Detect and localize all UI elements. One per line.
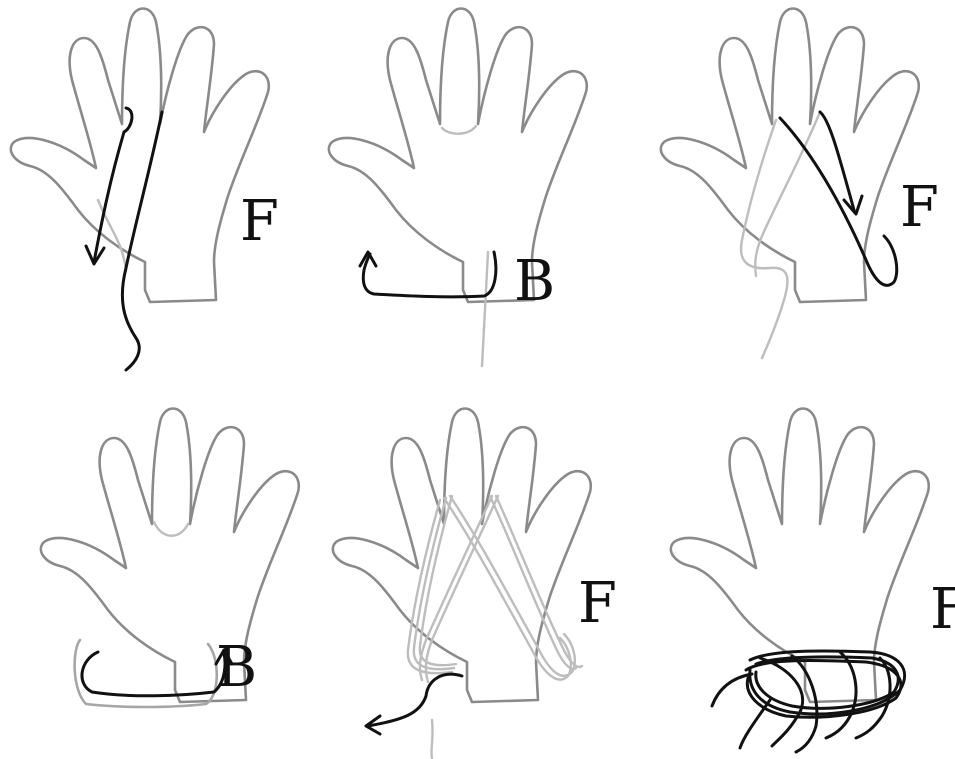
wrap-strand-arrow xyxy=(94,108,132,262)
wrap-strand-gray xyxy=(741,120,787,358)
hand-outline xyxy=(333,409,591,703)
panel-label: F xyxy=(930,577,955,642)
wrap-strand xyxy=(363,252,496,297)
panel-5: F xyxy=(333,409,617,759)
wrap-strand xyxy=(780,118,897,285)
wrap-strand xyxy=(122,112,162,370)
panel-label: B xyxy=(514,249,555,314)
hand-outline xyxy=(661,9,919,303)
wrap-bundle xyxy=(712,651,905,752)
hand-outline xyxy=(41,409,299,703)
wrap-strand-gray xyxy=(442,126,476,134)
panel-6: F xyxy=(671,409,955,753)
panel-4: B xyxy=(41,409,299,708)
wrap-strand-gray xyxy=(154,522,188,536)
panel-label: F xyxy=(240,189,279,254)
panel-3: F xyxy=(661,9,939,359)
panel-2: B xyxy=(329,9,587,367)
wrap-strand xyxy=(82,652,225,696)
wrap-bundle xyxy=(408,496,582,758)
panel-1: F xyxy=(11,9,279,371)
wrap-strand-gray xyxy=(482,252,488,366)
panel-label: B xyxy=(216,635,257,700)
panel-label: F xyxy=(578,571,617,636)
wrap-strand-arrow xyxy=(820,112,854,210)
wrap-strand xyxy=(368,674,462,726)
panel-label: F xyxy=(900,175,939,240)
hand-outline xyxy=(11,9,269,303)
wrap-strand-gray xyxy=(755,112,820,276)
